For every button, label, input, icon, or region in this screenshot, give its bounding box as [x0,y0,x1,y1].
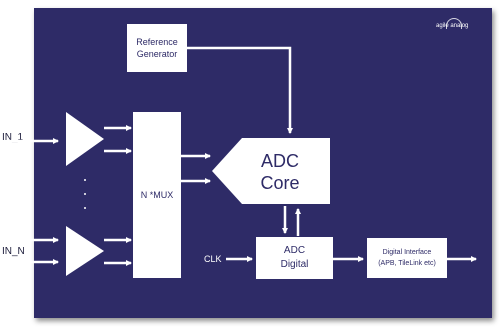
amplifier-n-icon [66,226,104,276]
input-label-inn: IN_N [2,246,25,257]
logo-icon [446,18,462,29]
amplifier-1-icon [66,112,104,166]
adc-digital-line1: ADC [283,245,306,256]
arrow-ref-core [187,46,293,134]
ellipsis-dot [84,207,86,209]
reference-generator-block: Reference Generator [127,24,187,72]
logo-text: agile analog [436,23,469,29]
ellipsis-dot [84,193,86,195]
adc-digital-line2: Digital [280,259,309,270]
ellipsis-dot [84,179,86,181]
reference-generator-line2: Generator [136,49,178,59]
digital-interface-block: Digital Interface (APB, TileLink etc) [367,238,447,278]
reference-generator-line1: Reference [136,37,178,47]
adc-core-shape [212,138,330,204]
input-label-in1: IN_1 [2,132,24,143]
digital-interface-line2: (APB, TileLink etc) [378,260,436,267]
mux-block: N *MUX [133,112,181,278]
mux-label: N *MUX [140,190,174,200]
adc-core-label: ADC Core [250,150,310,194]
adc-digital-block: ADC Digital [256,237,333,279]
adc-core-line2: Core [260,173,300,193]
clk-label: CLK [204,254,222,264]
digital-interface-line1: Digital Interface [382,249,432,256]
adc-core-line1: ADC [260,151,299,171]
